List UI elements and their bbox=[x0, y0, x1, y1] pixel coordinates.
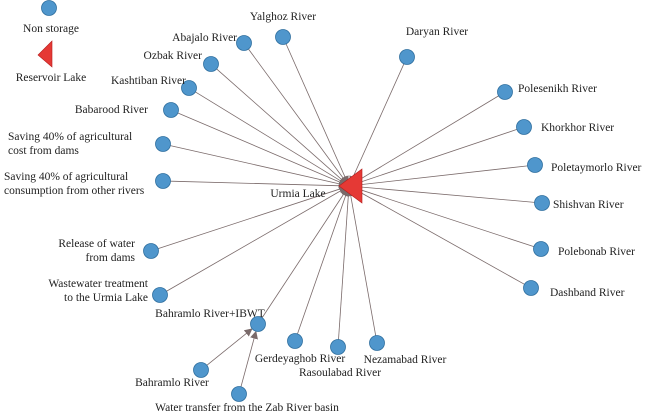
node-label-kashtiban-river: Kashtiban River bbox=[111, 75, 186, 87]
edge bbox=[158, 185, 348, 250]
node-label-wastewater-treatment-to-the-urmia-lake: to the Urmia Lake bbox=[64, 292, 148, 304]
edge bbox=[350, 182, 535, 203]
node-bahramlo-river[interactable] bbox=[193, 362, 209, 378]
node-label-ozbak-river: Ozbak River bbox=[144, 50, 203, 62]
node-label-poletaymorlo-river: Poletaymorlo River bbox=[551, 162, 642, 174]
node-label-water-transfer-from-the-zab-river-basin: Water transfer from the Zab River basin bbox=[155, 402, 339, 414]
node-label-saving-40-of-agricultural-cost-from-dams: cost from dams bbox=[8, 145, 79, 157]
node-label-saving-40-of-agricultural-consumption-from-other-rivers: Saving 40% of agricultural bbox=[4, 171, 128, 183]
legend-reservoir-icon bbox=[37, 40, 53, 68]
node-wastewater-treatment-to-the-urmia-lake[interactable] bbox=[152, 287, 168, 303]
urmia-lake-label: Urmia Lake bbox=[270, 188, 325, 200]
edge bbox=[297, 187, 350, 335]
edge bbox=[350, 165, 528, 189]
edge bbox=[350, 95, 499, 185]
node-label-nezamabad-river: Nezamabad River bbox=[364, 354, 447, 366]
node-label-rasoulabad-river: Rasoulabad River bbox=[299, 367, 381, 379]
node-abajalo-river[interactable] bbox=[236, 35, 252, 51]
node-label-release-of-water-from-dams: Release of water bbox=[58, 238, 135, 250]
node-label-bahramlo-river: Bahramlo River bbox=[135, 377, 209, 389]
node-label-saving-40-of-agricultural-cost-from-dams: Saving 40% of agricultural bbox=[8, 131, 132, 143]
node-dashband-river[interactable] bbox=[523, 280, 539, 296]
node-label-saving-40-of-agricultural-consumption-from-other-rivers: consumption from other rivers bbox=[4, 185, 145, 197]
legend-non-storage-label: Non storage bbox=[23, 23, 79, 35]
edge bbox=[338, 187, 353, 340]
node-label-babarood-river: Babarood River bbox=[75, 104, 148, 116]
node-water-transfer-from-the-zab-river-basin[interactable] bbox=[231, 386, 247, 402]
urmia-lake-node[interactable] bbox=[338, 168, 363, 204]
node-label-bahramlo-river-ibwt: Bahramlo River+IBWT bbox=[155, 308, 265, 320]
node-polebonab-river[interactable] bbox=[533, 241, 549, 257]
edge bbox=[346, 187, 377, 336]
node-release-of-water-from-dams[interactable] bbox=[143, 243, 159, 259]
edge bbox=[285, 43, 349, 185]
node-saving-40-of-agricultural-cost-from-dams[interactable] bbox=[155, 136, 171, 152]
node-label-polebonab-river: Polebonab River bbox=[558, 246, 635, 258]
edge bbox=[170, 180, 348, 190]
node-gerdeyaghob-river[interactable] bbox=[287, 333, 303, 349]
edge bbox=[216, 68, 348, 185]
edge bbox=[240, 330, 258, 387]
edge bbox=[350, 129, 518, 187]
node-label-polesenikh-river: Polesenikh River bbox=[518, 83, 597, 95]
node-label-khorkhor-river: Khorkhor River bbox=[541, 122, 614, 134]
edge bbox=[261, 187, 348, 318]
node-label-dashband-river: Dashband River bbox=[550, 287, 625, 299]
node-shishvan-river[interactable] bbox=[534, 195, 550, 211]
node-label-gerdeyaghob-river: Gerdeyaghob River bbox=[255, 353, 346, 365]
node-label-wastewater-treatment-to-the-urmia-lake: Wastewater treatment bbox=[48, 278, 148, 290]
node-label-daryan-river: Daryan River bbox=[406, 26, 468, 38]
node-yalghoz-river[interactable] bbox=[275, 29, 291, 45]
node-poletaymorlo-river[interactable] bbox=[527, 157, 543, 173]
edge bbox=[177, 112, 348, 186]
node-label-yalghoz-river: Yalghoz River bbox=[250, 11, 316, 23]
legend-non-storage-icon bbox=[41, 0, 57, 16]
edge bbox=[206, 328, 253, 366]
node-bahramlo-river-ibwt[interactable] bbox=[250, 316, 266, 332]
edge bbox=[248, 48, 348, 185]
node-kashtiban-river[interactable] bbox=[181, 80, 197, 96]
edge bbox=[350, 186, 525, 285]
node-ozbak-river[interactable] bbox=[203, 56, 219, 72]
node-nezamabad-river[interactable] bbox=[369, 335, 385, 351]
edge bbox=[170, 145, 348, 188]
node-label-release-of-water-from-dams: from dams bbox=[85, 252, 135, 264]
edge bbox=[195, 91, 348, 185]
edge bbox=[349, 63, 405, 185]
node-daryan-river[interactable] bbox=[399, 49, 415, 65]
node-khorkhor-river[interactable] bbox=[516, 119, 532, 135]
node-rasoulabad-river[interactable] bbox=[330, 339, 346, 355]
node-saving-40-of-agricultural-consumption-from-other-rivers[interactable] bbox=[155, 173, 171, 189]
node-label-abajalo-river: Abajalo River bbox=[172, 32, 237, 44]
node-label-shishvan-river: Shishvan River bbox=[553, 199, 624, 211]
edge bbox=[350, 185, 534, 248]
legend-reservoir-label: Reservoir Lake bbox=[16, 72, 87, 84]
edge bbox=[166, 186, 348, 292]
node-polesenikh-river[interactable] bbox=[497, 84, 513, 100]
node-babarood-river[interactable] bbox=[163, 102, 179, 118]
